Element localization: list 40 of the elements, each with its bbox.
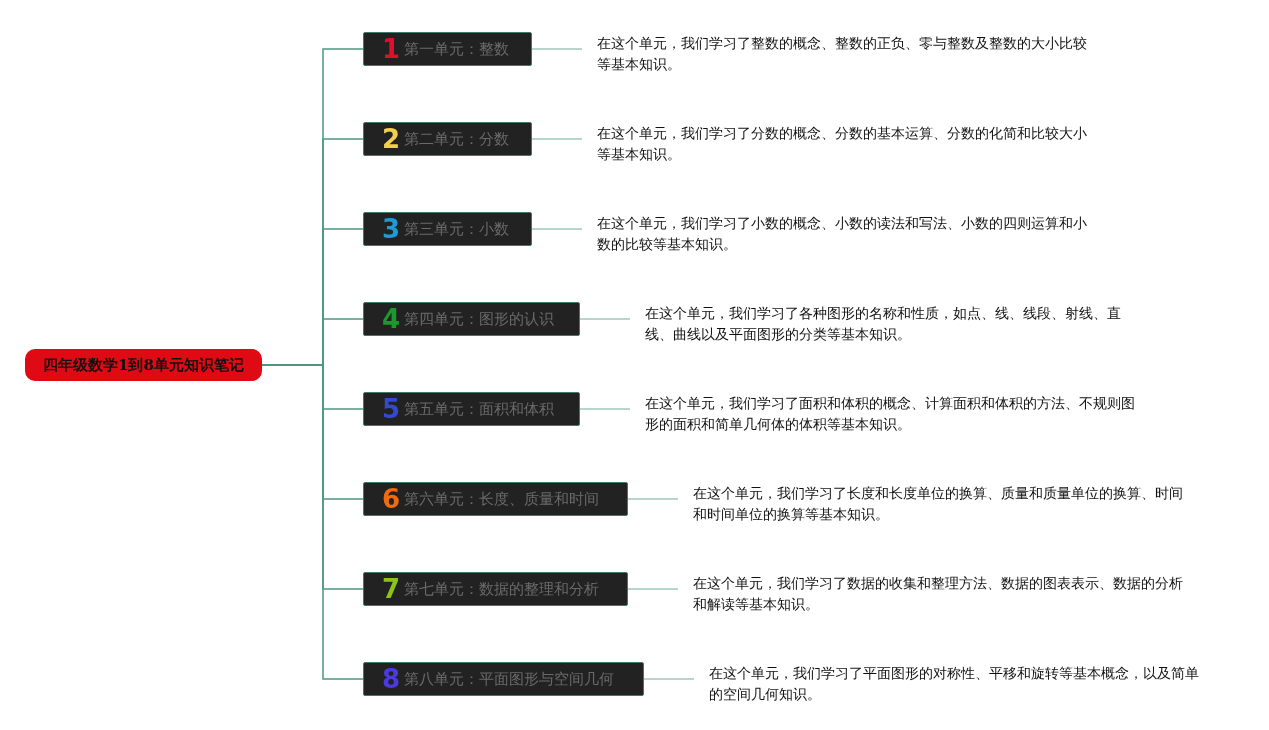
- unit-box: [363, 662, 644, 696]
- unit-box: [363, 122, 532, 156]
- description-text: 在这个单元，我们学习了平面图形的对称性、平移和旋转等基本概念，以及简单的空间几何知识。: [709, 663, 1209, 705]
- unit-title: 第四单元：图形的认识: [404, 309, 555, 329]
- description-text: 在这个单元，我们学习了整数的概念、整数的正负、零与整数及整数的大小比较等基本知识。: [597, 33, 1097, 75]
- connector-line: [579, 318, 631, 320]
- unit-title: 第七单元：数据的整理和分析: [404, 579, 600, 599]
- connector-line: [627, 588, 679, 590]
- unit-box: [363, 32, 532, 66]
- unit-title: 第二单元：分数: [404, 129, 510, 149]
- description-text: 在这个单元，我们学习了长度和长度单位的换算、质量和质量单位的换算、时间和时间单位的换算等基本知识。: [693, 483, 1193, 525]
- connector-line: [643, 678, 695, 680]
- unit-box: [363, 302, 580, 336]
- unit-box: [363, 392, 580, 426]
- unit-number: 3: [382, 214, 401, 244]
- unit-box: [363, 482, 628, 516]
- unit-number: 1: [382, 34, 401, 64]
- connector-line: [531, 228, 583, 230]
- connector-line: [579, 408, 631, 410]
- unit-box: [363, 212, 532, 246]
- unit-title: 第三单元：小数: [404, 219, 510, 239]
- connector-line: [531, 138, 583, 140]
- unit-title: 第五单元：面积和体积: [404, 399, 555, 419]
- unit-box: [363, 572, 628, 606]
- unit-number: 4: [382, 304, 401, 334]
- unit-number: 2: [382, 124, 401, 154]
- unit-number: 8: [382, 664, 401, 694]
- unit-number: 5: [382, 394, 401, 424]
- connector-line: [531, 48, 583, 50]
- unit-title: 第八单元：平面图形与空间几何: [404, 669, 615, 689]
- description-text: 在这个单元，我们学习了各种图形的名称和性质，如点、线、线段、射线、直线、曲线以及平面图形的分类等基本知识。: [645, 303, 1135, 345]
- description-text: 在这个单元，我们学习了分数的概念、分数的基本运算、分数的化简和比较大小等基本知识。: [597, 123, 1097, 165]
- unit-title: 第六单元：长度、质量和时间: [404, 489, 600, 509]
- unit-number: 7: [382, 574, 401, 604]
- description-text: 在这个单元，我们学习了数据的收集和整理方法、数据的图表表示、数据的分析和解读等基本知识。: [693, 573, 1193, 615]
- unit-number: 6: [382, 484, 401, 514]
- description-text: 在这个单元，我们学习了面积和体积的概念、计算面积和体积的方法、不规则图形的面积和简单几何体的体积等基本知识。: [645, 393, 1145, 435]
- description-text: 在这个单元，我们学习了小数的概念、小数的读法和写法、小数的四则运算和小数的比较等基本知识。: [597, 213, 1097, 255]
- connector-line: [627, 498, 679, 500]
- topic-box: 四年级数学1到8单元知识笔记: [25, 349, 262, 381]
